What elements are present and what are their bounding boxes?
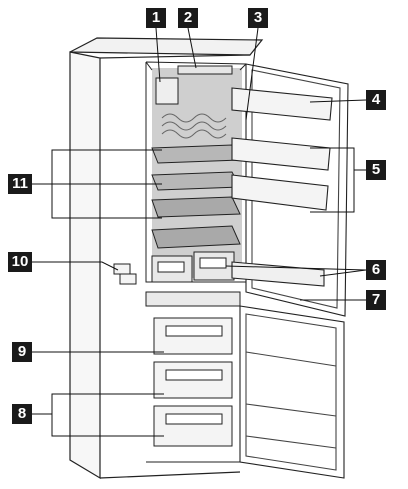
- cabinet: [69, 37, 264, 480]
- control-panel-light: [155, 77, 179, 105]
- leader-10: [32, 261, 119, 271]
- leader-4: [309, 99, 367, 103]
- door-balcony-5a: [231, 137, 331, 171]
- fridge-compartment: [145, 61, 247, 283]
- callout-11: 11: [8, 174, 32, 194]
- leader-6: [225, 265, 367, 271]
- callout-8: 8: [12, 404, 32, 424]
- callout-10: 10: [8, 252, 32, 272]
- callout-9: 9: [12, 342, 32, 362]
- door-balcony-5b: [231, 174, 329, 211]
- callout-2: 2: [178, 8, 198, 28]
- leader-1: [155, 27, 161, 83]
- fridge-door: [231, 63, 349, 317]
- freezer-door-panel: [239, 305, 345, 479]
- leader-3: [245, 27, 259, 121]
- callout-5: 5: [366, 160, 386, 180]
- freezer-drawer-bottom: [153, 405, 233, 447]
- freezer-divider: [145, 291, 241, 307]
- cabinet-side: [69, 51, 101, 480]
- callout-1: 1: [146, 8, 166, 28]
- fan: [177, 65, 233, 75]
- cabinet-top: [69, 37, 264, 56]
- glass-shelf-1: [151, 144, 241, 164]
- glass-shelf-3: [151, 196, 241, 218]
- callout-7: 7: [366, 290, 386, 310]
- callout-6: 6: [366, 260, 386, 280]
- bottle-rack: [161, 113, 227, 139]
- temperature-control: [113, 263, 137, 285]
- freezer-compartment: [145, 291, 241, 463]
- leader-8: [51, 393, 164, 437]
- freezer-door: [239, 305, 345, 479]
- callout-4: 4: [366, 90, 386, 110]
- leader-2: [187, 27, 197, 69]
- leader-lines: [32, 27, 367, 437]
- glass-shelf-4: [151, 225, 241, 249]
- callout-3: 3: [248, 8, 268, 28]
- leader-5: [310, 147, 355, 213]
- door-balcony-4: [231, 87, 333, 121]
- glass-shelf-2: [151, 171, 241, 191]
